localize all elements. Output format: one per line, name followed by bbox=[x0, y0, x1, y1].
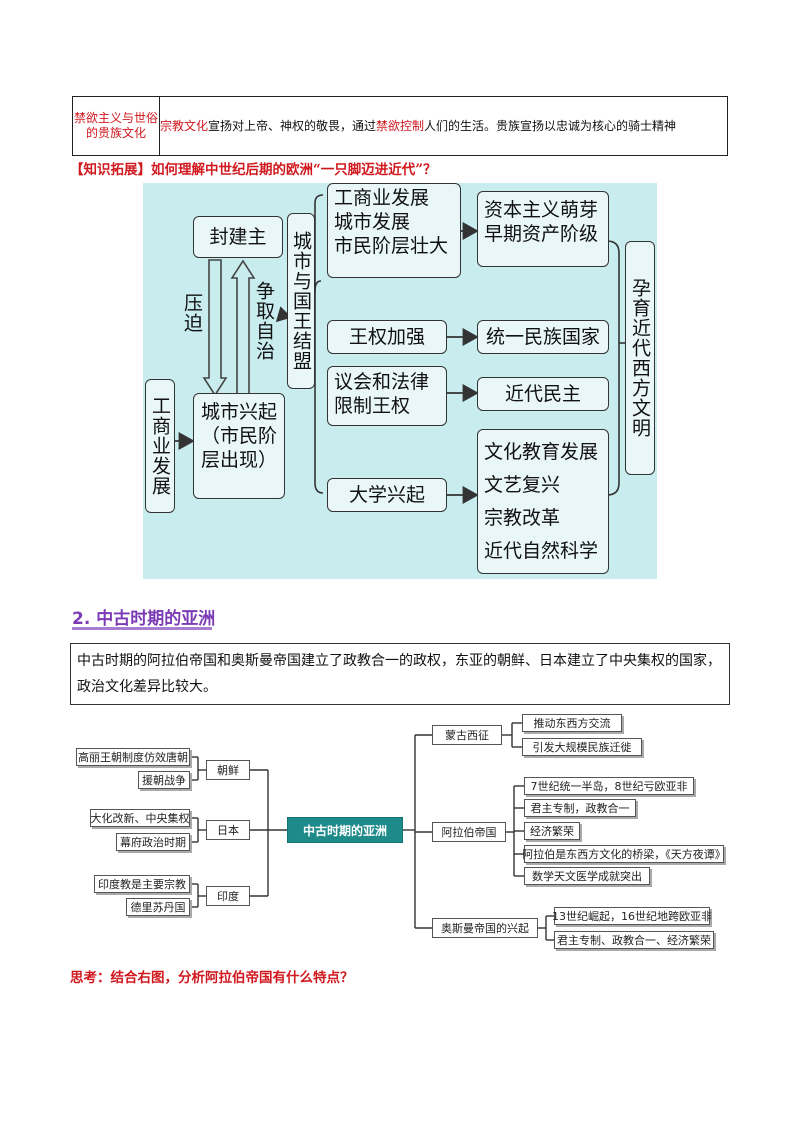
royal-power-box: 王权加强 bbox=[327, 320, 447, 354]
mm-node-arab: 阿拉伯帝国 bbox=[432, 822, 506, 842]
knowledge-expand-title: 【知识拓展】如何理解中世纪后期的欧洲“一只脚迈进近代”？ bbox=[70, 162, 437, 178]
table-body-cell: 宗教文化宣扬对上帝、神权的敬畏，通过禁欲控制人们的生活。贵族宣扬以忠诚为核心的骑… bbox=[159, 96, 728, 156]
diagram-connectors bbox=[175, 194, 625, 504]
red-term: 宗教文化 bbox=[160, 118, 209, 133]
city-rise-box: 城市兴起 （市民阶 层出现） bbox=[193, 393, 285, 499]
mm-leaf-arab-theocracy: 君主专制，政教合一 bbox=[524, 799, 636, 817]
mm-leaf-hinduism: 印度教是主要宗教 bbox=[94, 875, 190, 893]
mm-leaf-ottoman-theocracy: 君主专制、政教合一、经济繁荣 bbox=[554, 931, 714, 949]
mm-node-mongol: 蒙古西征 bbox=[432, 725, 502, 745]
mm-leaf-exchange: 推动东西方交流 bbox=[522, 714, 622, 732]
section-title: 2. 中古时期的亚洲 bbox=[72, 609, 216, 629]
res1-line2: 早期资产阶级 bbox=[484, 223, 599, 245]
mm-leaf-delhi: 德里苏丹国 bbox=[126, 898, 190, 916]
res4-line1: 文化教育发展 bbox=[484, 441, 599, 463]
university-box: 大学兴起 bbox=[327, 478, 447, 512]
development-box: 工商业发展 城市发展 市民阶层壮大 bbox=[327, 183, 461, 278]
mm-leaf-ottoman-rise: 13世纪崛起，16世纪地跨欧亚非 bbox=[552, 907, 712, 925]
feudal-lord-box: 封建主 bbox=[193, 216, 283, 258]
think-question: 思考：结合右图，分析阿拉伯帝国有什么特点？ bbox=[70, 970, 354, 986]
commerce-box: 工商业发展 bbox=[145, 379, 175, 513]
intro-paragraph: 中古时期的阿拉伯帝国和奥斯曼帝国建立了政教合一的政权，东亚的朝鲜、日本建立了中央… bbox=[70, 643, 730, 705]
mm-leaf-arab-bridge: 阿拉伯是东西方文化的桥梁，《天方夜谭》 bbox=[522, 845, 726, 863]
culture-box: 文化教育发展 文艺复兴 宗教改革 近代自然科学 bbox=[477, 429, 609, 574]
mm-leaf-arab-science: 数学天文医学成就突出 bbox=[524, 867, 650, 885]
parliament-line2: 限制王权 bbox=[334, 395, 411, 417]
mm-node-india: 印度 bbox=[206, 886, 250, 906]
nurture-box: 孕育近代西方文明 bbox=[625, 241, 655, 475]
mm-leaf-arab-economy: 经济繁荣 bbox=[524, 822, 580, 840]
city-rise-line1: 城市兴起 bbox=[200, 401, 277, 423]
res1-line1: 资本主义萌芽 bbox=[484, 199, 599, 221]
red-term: 禁欲控制 bbox=[376, 118, 425, 133]
mm-leaf-goryeo: 高丽王朝制度仿效唐朝 bbox=[76, 748, 190, 766]
dev-line2: 城市发展 bbox=[334, 211, 411, 233]
mm-leaf-arab-unify: 7世纪统一半岛，8世纪亏欧亚非 bbox=[524, 777, 694, 795]
asia-mindmap: 高丽王朝制度仿效唐朝 援朝战争 朝鲜 大化改新、中央集权 幕府政治时期 日本 印… bbox=[70, 710, 730, 960]
alliance-box: 城市与国王结盟 bbox=[287, 213, 315, 389]
dev-line3: 市民阶层壮大 bbox=[334, 235, 449, 257]
parliament-box: 议会和法律 限制王权 bbox=[327, 366, 447, 426]
mm-leaf-aid-korea: 援朝战争 bbox=[138, 771, 190, 789]
mm-node-japan: 日本 bbox=[206, 820, 250, 840]
capitalism-box: 资本主义萌芽 早期资产阶级 bbox=[477, 191, 609, 267]
modern-democracy-box: 近代民主 bbox=[477, 377, 609, 411]
res4-line2: 文艺复兴 bbox=[484, 474, 561, 496]
mm-leaf-shogunate: 幕府政治时期 bbox=[116, 833, 190, 851]
mm-leaf-migration: 引发大规模民族迁徙 bbox=[522, 738, 642, 756]
city-rise-line3: 层出现） bbox=[200, 449, 277, 471]
mm-leaf-taika: 大化改新、中央集权 bbox=[90, 809, 190, 827]
res4-line3: 宗教改革 bbox=[484, 507, 561, 529]
dev-line1: 工商业发展 bbox=[334, 187, 430, 209]
parliament-line1: 议会和法律 bbox=[334, 371, 430, 393]
res4-line4: 近代自然科学 bbox=[484, 540, 599, 562]
strive-autonomy-label: 争取自治 bbox=[253, 281, 275, 361]
body-text: 宣扬对上帝、神权的敬畏，通过 bbox=[208, 118, 377, 133]
culture-table: 禁欲主义与世俗的贵族文化 宗教文化宣扬对上帝、神权的敬畏，通过禁欲控制人们的生活… bbox=[72, 96, 728, 156]
oppress-label: 压迫 bbox=[181, 293, 203, 333]
table-head-cell: 禁欲主义与世俗的贵族文化 bbox=[72, 96, 160, 156]
mindmap-connectors bbox=[190, 722, 554, 941]
nation-state-box: 统一民族国家 bbox=[477, 320, 609, 354]
mm-center: 中古时期的亚洲 bbox=[287, 817, 403, 843]
mm-node-korea: 朝鲜 bbox=[206, 760, 250, 780]
europe-diagram: 封建主 压迫 争取自治 工商业发展 城市兴起 （市民阶 层出现） 城市与国王结盟… bbox=[143, 183, 657, 579]
city-rise-line2: （市民阶 bbox=[200, 425, 277, 447]
section-underline bbox=[72, 627, 212, 630]
body-text: 人们的生活。贵族宣扬以忠诚为核心的骑士精神 bbox=[424, 118, 677, 133]
mm-node-ottoman: 奥斯曼帝国的兴起 bbox=[432, 918, 538, 938]
